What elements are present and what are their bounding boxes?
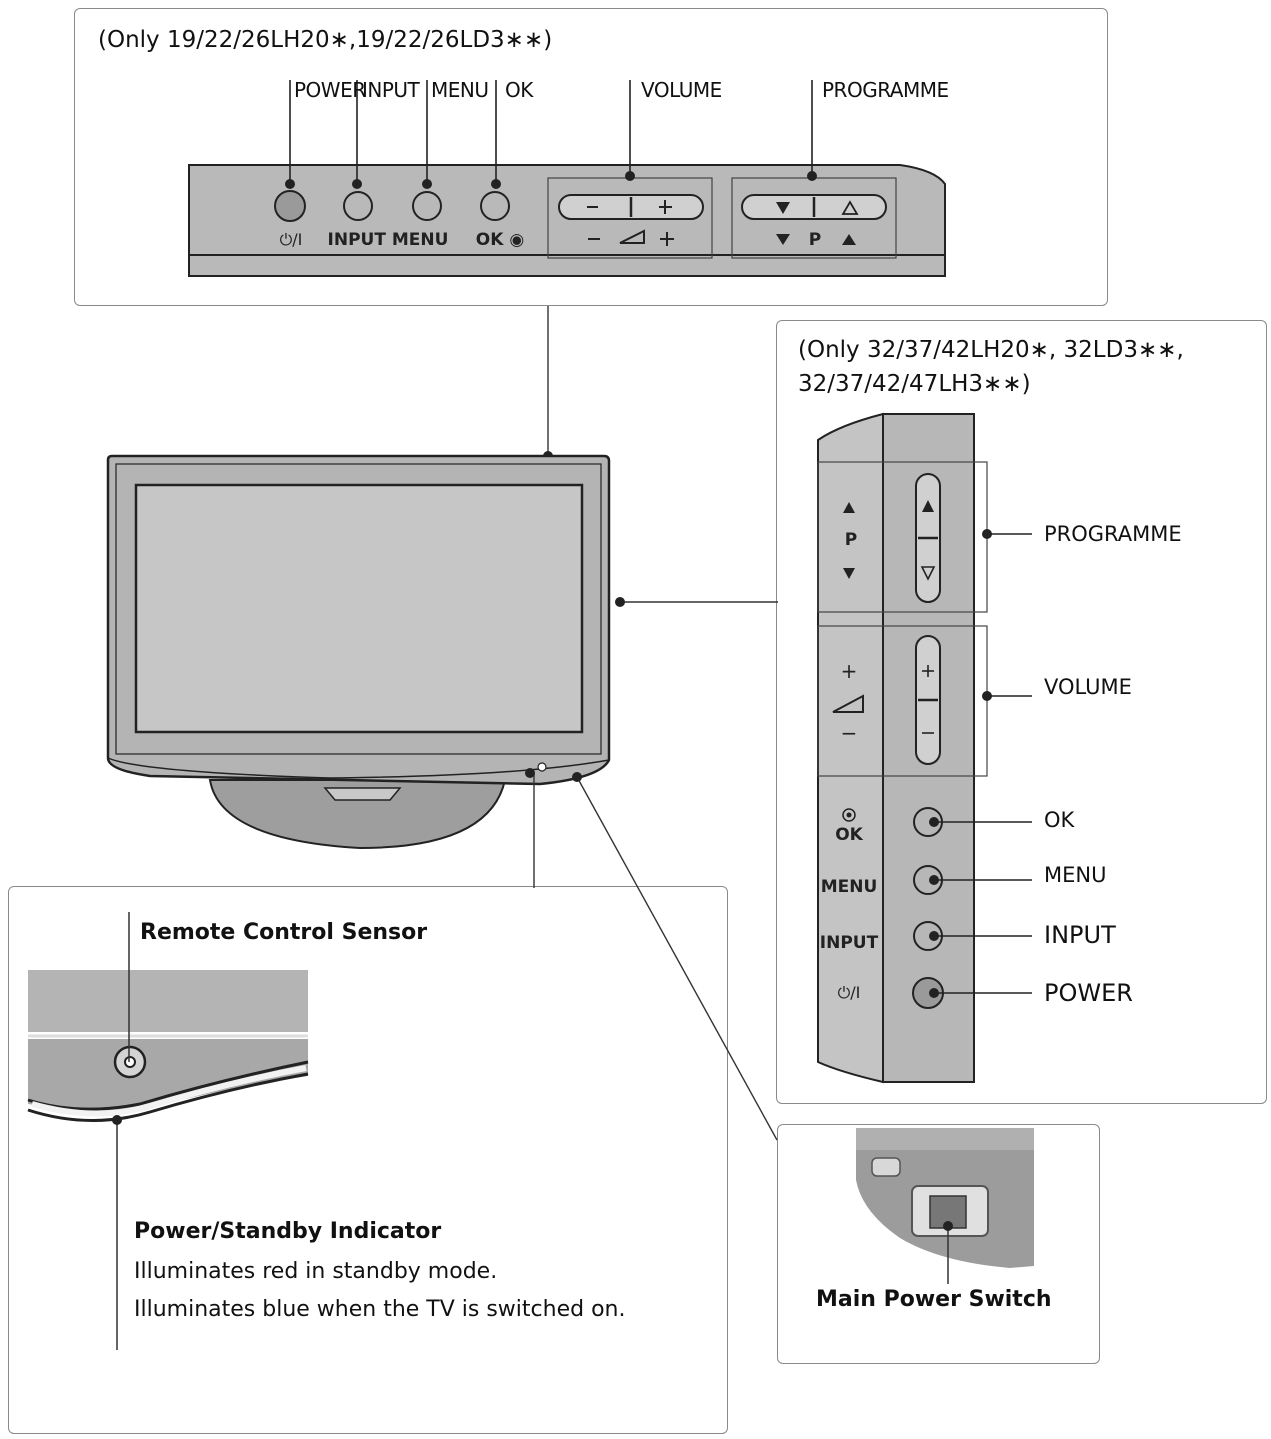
top-ok-button[interactable] (480, 191, 510, 221)
top-button-strip: P ⏻/I INPUT MENU OK ◉ (188, 80, 946, 277)
main-power-switch-label: Main Power Switch (816, 1287, 1052, 1312)
top-volume-icon (619, 229, 645, 244)
top-label-ok: OK (505, 78, 533, 102)
standby-indicator-line1: Illuminates red in standby mode. (134, 1259, 498, 1284)
side-label-power: POWER (1044, 979, 1133, 1007)
standby-indicator-line2: Illuminates blue when the TV is switched… (134, 1297, 626, 1322)
side-label-ok: OK (1044, 808, 1075, 832)
top-input-button[interactable] (343, 191, 373, 221)
top-power-button[interactable] (274, 190, 306, 222)
svg-text:OK: OK (835, 825, 863, 845)
standby-indicator-title: Power/Standby Indicator (134, 1219, 442, 1244)
tv-screen (134, 483, 584, 734)
svg-text:+: + (841, 659, 858, 683)
side-label-programme: PROGRAMME (1044, 522, 1182, 546)
svg-text:INPUT MENU: INPUT MENU (328, 230, 449, 250)
top-menu-button[interactable] (412, 191, 442, 221)
top-label-volume: VOLUME (641, 78, 722, 102)
top-programme-up-icon (841, 200, 859, 215)
top-label-programme: PROGRAMME (822, 78, 949, 102)
top-panel-header: (Only 19/22/26LH20∗,19/22/26LD3∗∗) (98, 27, 553, 53)
top-label-input: INPUT (362, 78, 420, 102)
side-panel-header-line2: 32/37/42/47LH3∗∗) (798, 371, 1031, 397)
side-panel-header-line1: (Only 32/37/42LH20∗, 32LD3∗∗, (798, 337, 1184, 363)
svg-text:−: − (841, 721, 858, 745)
side-button-strip: P + − OK MENU INPUT ⏻/I (817, 412, 1032, 1084)
side-label-menu: MENU (1044, 863, 1107, 887)
svg-text:⏻/I: ⏻/I (280, 230, 303, 249)
side-label-input: INPUT (1044, 921, 1116, 949)
svg-text:OK ◉: OK ◉ (476, 230, 524, 250)
side-volume-icon (832, 694, 864, 713)
svg-text:MENU: MENU (821, 877, 878, 897)
tv-sensor-dot (537, 762, 547, 772)
svg-text:INPUT: INPUT (820, 933, 879, 953)
sensor-closeup (27, 912, 309, 1350)
tv-illustration (106, 454, 611, 850)
power-switch-closeup (856, 1128, 1034, 1284)
tv-stand (208, 779, 507, 850)
svg-text:P: P (845, 530, 857, 550)
side-label-volume: VOLUME (1044, 675, 1132, 699)
top-label-power: POWER (294, 78, 366, 102)
svg-text:⏻/I: ⏻/I (838, 983, 861, 1002)
top-label-menu: MENU (431, 78, 489, 102)
top-programme-down-icon (776, 202, 790, 214)
svg-text:P: P (809, 230, 821, 250)
remote-sensor-label: Remote Control Sensor (140, 920, 428, 945)
